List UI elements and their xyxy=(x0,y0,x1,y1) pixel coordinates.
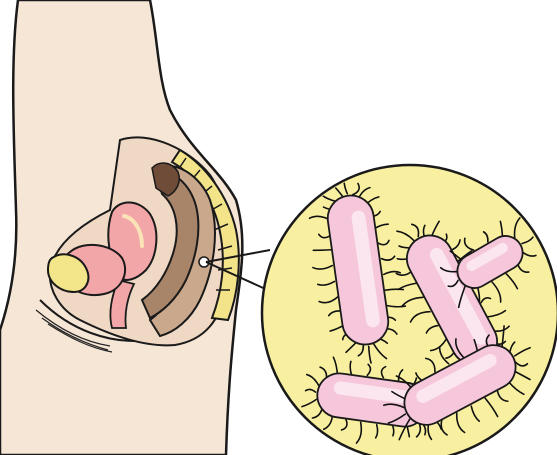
anatomy-illustration xyxy=(0,0,557,455)
